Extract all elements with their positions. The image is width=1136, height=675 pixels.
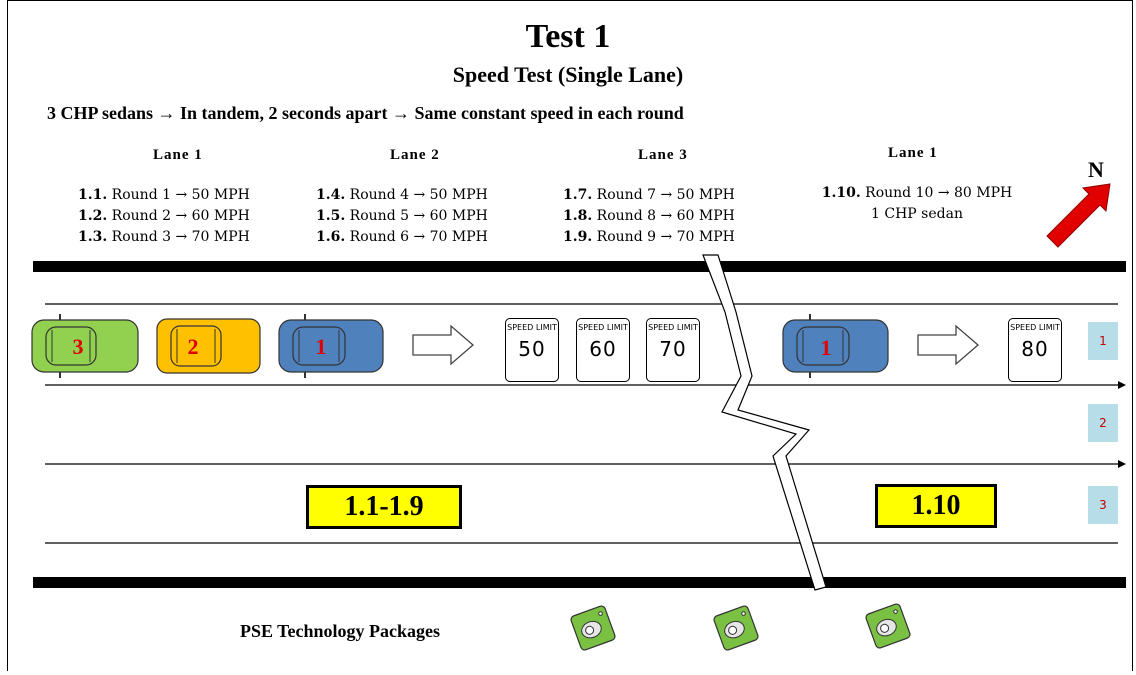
lane-number-1: 1 <box>1088 322 1118 360</box>
round-desc: Round 3 → 70 MPH <box>107 229 250 245</box>
round-id: 1.6. <box>316 229 346 245</box>
diagram-title: Test 1 <box>525 18 611 55</box>
round-desc: Round 8 → 60 MPH <box>592 208 735 224</box>
phase-box-1-1-to-1-9: 1.1-1.9 <box>306 485 462 529</box>
round-item: 1.7. Round 7 → 50 MPH <box>563 185 735 206</box>
car-icon <box>278 314 384 378</box>
round-id: 1.3. <box>78 229 108 245</box>
round-list-lane-1-final: 1.10. Round 10 → 80 MPH 1 CHP sedan <box>797 183 1037 225</box>
sign-label: SPEED LIMIT <box>648 323 698 332</box>
round-list-lane-3: 1.7. Round 7 → 50 MPH 1.8. Round 8 → 60 … <box>563 185 735 248</box>
direction-arrow-icon <box>412 324 474 366</box>
round-item: 1.10. Round 10 → 80 MPH <box>797 183 1037 204</box>
sign-value: 50 <box>518 337 546 361</box>
round-desc: Round 1 → 50 MPH <box>107 187 250 203</box>
column-header-lane-1: Lane 1 <box>153 147 203 163</box>
sensor-package-icon <box>570 605 616 651</box>
round-note: 1 CHP sedan <box>871 206 963 222</box>
round-item: 1.3. Round 3 → 70 MPH <box>78 227 250 248</box>
road-edge-bottom <box>33 577 1126 588</box>
round-id: 1.8. <box>563 208 593 224</box>
sign-value: 80 <box>1021 337 1049 361</box>
round-desc: Round 4 → 50 MPH <box>345 187 488 203</box>
round-desc: Round 7 → 50 MPH <box>592 187 735 203</box>
car-number: 1 <box>821 335 832 360</box>
round-desc: Round 2 → 60 MPH <box>107 208 250 224</box>
round-id: 1.2. <box>78 208 108 224</box>
sign-label: SPEED LIMIT <box>578 323 628 332</box>
road-edge-top <box>33 261 1126 272</box>
packages-label: PSE Technology Packages <box>240 621 441 641</box>
round-list-lane-1: 1.1. Round 1 → 50 MPH 1.2. Round 2 → 60 … <box>78 185 250 248</box>
round-desc: Round 5 → 60 MPH <box>345 208 488 224</box>
car-number: 3 <box>73 334 84 359</box>
north-arrow-icon <box>1046 183 1111 248</box>
column-header-lane-1-final: Lane 1 <box>888 145 938 161</box>
lane-direction-arrow-icon <box>1118 381 1126 389</box>
round-list-lane-2: 1.4. Round 4 → 50 MPH 1.5. Round 5 → 60 … <box>316 185 488 248</box>
direction-arrow-icon <box>917 324 979 366</box>
round-item: 1.6. Round 6 → 70 MPH <box>316 227 488 248</box>
lane-number-3: 3 <box>1088 486 1118 524</box>
round-id: 1.10. <box>821 185 861 201</box>
car-number: 1 <box>316 334 327 359</box>
round-item: 1.9. Round 9 → 70 MPH <box>563 227 735 248</box>
round-item: 1.2. Round 2 → 60 MPH <box>78 206 250 227</box>
phase-box-1-10: 1.10 <box>875 484 997 528</box>
diagram-frame <box>7 0 1133 671</box>
column-header-lane-2: Lane 2 <box>390 147 440 163</box>
column-header-lane-3: Lane 3 <box>638 147 688 163</box>
lane-direction-arrow-icon <box>1118 460 1126 468</box>
round-desc: Round 9 → 70 MPH <box>592 229 735 245</box>
procedure-text: 3 CHP sedans → In tandem, 2 seconds apar… <box>47 103 684 123</box>
car-number: 2 <box>188 334 199 359</box>
car-icon <box>782 314 889 378</box>
round-id: 1.7. <box>563 187 593 203</box>
diagram-subtitle: Speed Test (Single Lane) <box>452 62 684 87</box>
round-id: 1.4. <box>316 187 346 203</box>
sensor-package-icon <box>713 605 759 651</box>
sign-value: 60 <box>589 337 617 361</box>
round-item: 1.5. Round 5 → 60 MPH <box>316 206 488 227</box>
round-item: 1.8. Round 8 → 60 MPH <box>563 206 735 227</box>
round-item: 1.4. Round 4 → 50 MPH <box>316 185 488 206</box>
north-label: N <box>1088 157 1104 182</box>
round-id: 1.5. <box>316 208 346 224</box>
lane-number-2: 2 <box>1088 404 1118 442</box>
car-icon <box>31 314 139 378</box>
road-break-mark <box>702 254 827 591</box>
round-id: 1.1. <box>78 187 108 203</box>
sign-label: SPEED LIMIT <box>1010 323 1060 332</box>
speed-limit-sign-70: SPEED LIMIT 70 <box>646 318 700 382</box>
speed-limit-sign-50: SPEED LIMIT 50 <box>505 318 559 382</box>
round-desc: Round 6 → 70 MPH <box>345 229 488 245</box>
speed-limit-sign-80: SPEED LIMIT 80 <box>1008 318 1062 382</box>
sign-label: SPEED LIMIT <box>507 323 557 332</box>
round-item: 1.1. Round 1 → 50 MPH <box>78 185 250 206</box>
speed-limit-sign-60: SPEED LIMIT 60 <box>576 318 630 382</box>
car-icon <box>156 318 261 374</box>
sign-value: 70 <box>659 337 687 361</box>
round-desc: Round 10 → 80 MPH <box>860 185 1013 201</box>
round-id: 1.9. <box>563 229 593 245</box>
sensor-package-icon <box>865 603 911 649</box>
